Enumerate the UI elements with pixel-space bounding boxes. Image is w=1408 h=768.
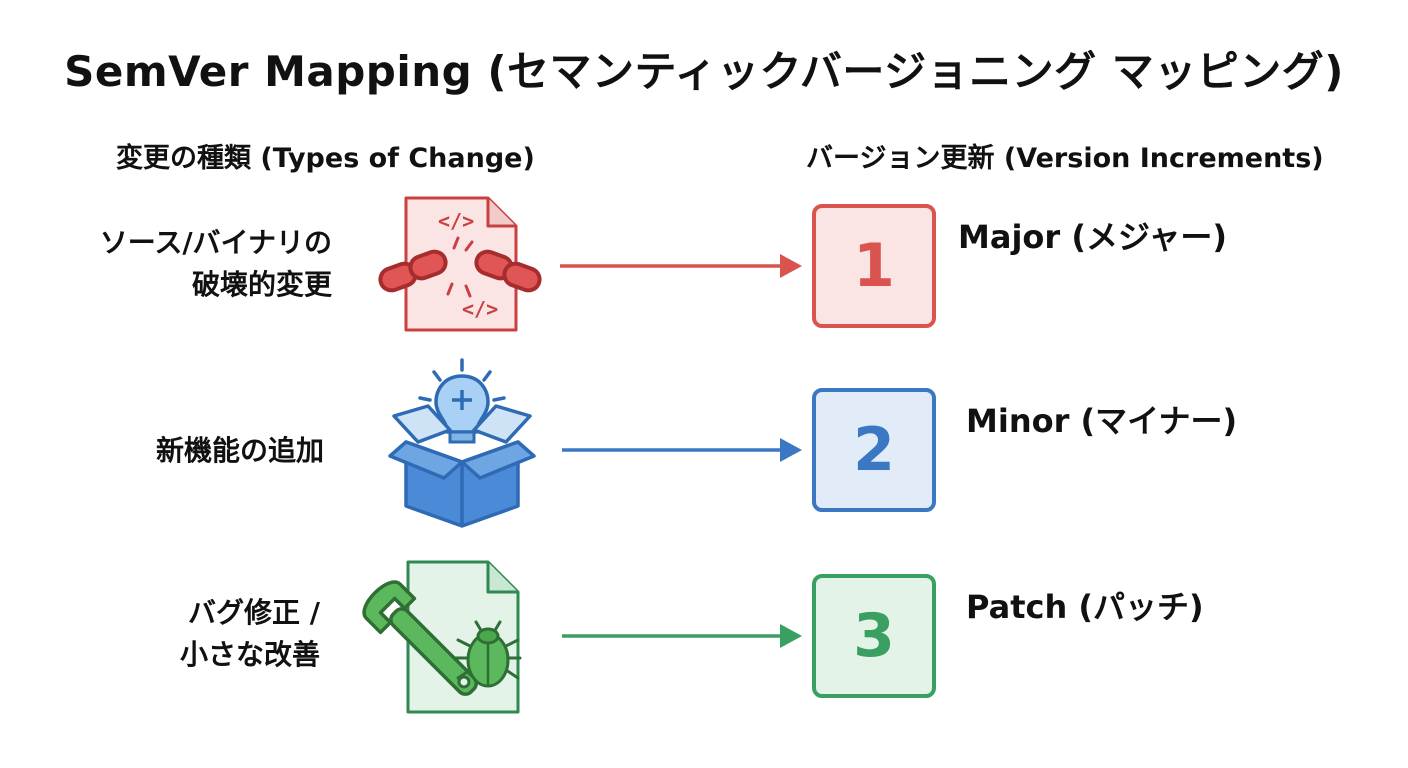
version-label-minor: Minor (マイナー) bbox=[966, 402, 1238, 440]
change-label-line: ソース/バイナリの bbox=[99, 226, 332, 259]
change-label-breaking: ソース/バイナリの 破壊的変更 bbox=[12, 222, 332, 306]
lightbulb-box-icon bbox=[388, 358, 536, 528]
change-label-fix: バグ修正 / 小さな改善 bbox=[0, 592, 320, 676]
arrow-minor bbox=[562, 438, 802, 462]
svg-text:</>: </> bbox=[462, 297, 498, 321]
wrench-bug-file-icon bbox=[362, 560, 522, 714]
page-title: SemVer Mapping (セマンティックバージョニング マッピング) bbox=[64, 47, 1344, 96]
svg-text:</>: </> bbox=[438, 209, 474, 233]
version-label-major: Major (メジャー) bbox=[958, 218, 1227, 256]
change-label-feature: 新機能の追加 bbox=[4, 430, 324, 472]
broken-chain-code-file-icon: </> </> bbox=[378, 196, 542, 332]
version-number-major: 1 bbox=[812, 204, 936, 328]
versions-column-header: バージョン更新 (Version Increments) bbox=[806, 143, 1324, 174]
version-number-patch: 3 bbox=[812, 574, 936, 698]
version-label-patch: Patch (パッチ) bbox=[966, 588, 1204, 626]
change-label-line: 新機能の追加 bbox=[155, 434, 324, 467]
change-label-line: 破壊的変更 bbox=[191, 268, 332, 301]
version-number-minor: 2 bbox=[812, 388, 936, 512]
change-label-line: 小さな改善 bbox=[179, 638, 320, 671]
arrow-major bbox=[560, 254, 802, 278]
change-label-line: バグ修正 / bbox=[188, 596, 320, 629]
changes-column-header: 変更の種類 (Types of Change) bbox=[116, 143, 535, 174]
arrow-patch bbox=[562, 624, 802, 648]
